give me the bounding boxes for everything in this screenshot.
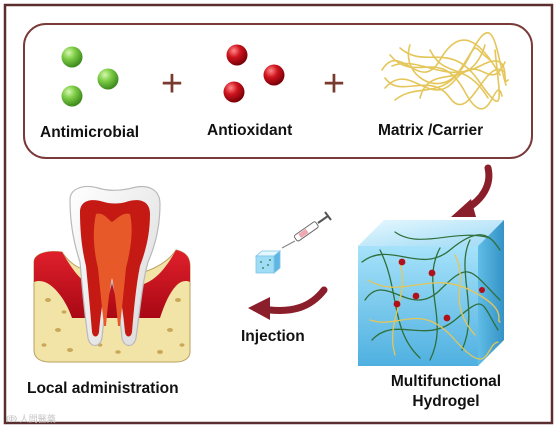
fiber-matrix-icon [381, 31, 509, 110]
local-administration-label: Local administration [27, 380, 179, 397]
small-hydrogel-cube-icon [254, 250, 282, 274]
hydrogel-cube-icon [358, 220, 504, 366]
curved-arrow-icon [451, 164, 493, 217]
red-sphere-icon [223, 44, 285, 103]
syringe-icon [281, 211, 332, 249]
hydrogel-label-line1: Multifunctional [390, 373, 502, 390]
injection-label: Injection [241, 328, 305, 345]
plus-operator: + [323, 63, 345, 105]
antioxidant-label: Antioxidant [207, 122, 293, 139]
ingredients-box [23, 23, 533, 159]
plus-operator: + [161, 63, 183, 105]
multifunctional-hydrogel-label: Multifunctional Hydrogel [371, 372, 521, 412]
antimicrobial-label: Antimicrobial [40, 124, 140, 141]
tooth-icon [33, 185, 191, 363]
hydrogel-label-line2: Hydrogel [412, 393, 480, 410]
green-sphere-icon [61, 46, 119, 107]
matrix-carrier-label: Matrix /Carrier [378, 122, 484, 139]
watermark: ↂ 人間醫藥 [6, 414, 56, 424]
curved-arrow-icon [248, 286, 328, 320]
